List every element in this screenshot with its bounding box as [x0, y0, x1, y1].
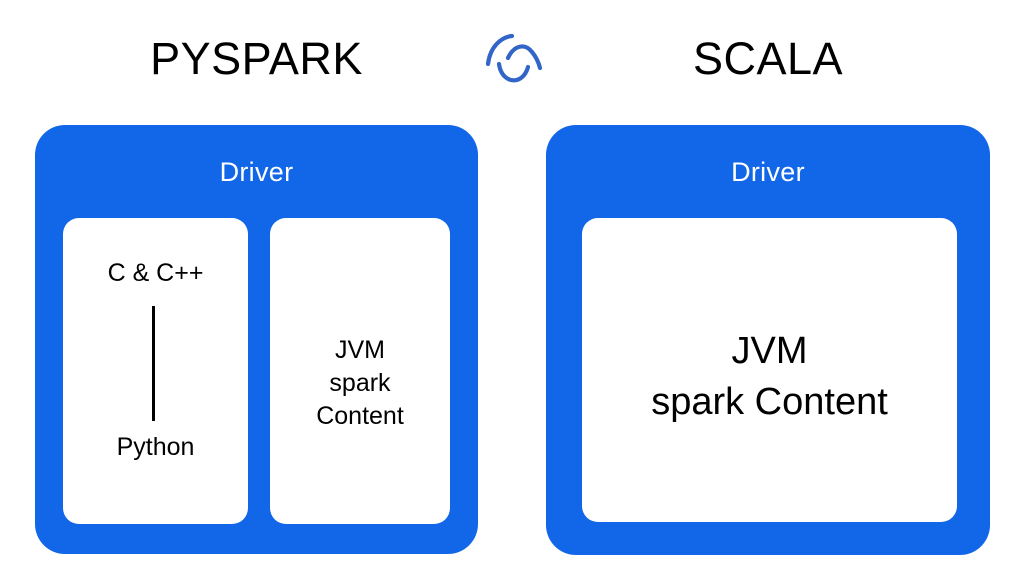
pyspark-jvm-text: JVM spark Content — [270, 334, 450, 433]
scala-jvm-line-1: JVM — [731, 330, 808, 372]
native-bottom-label: Python — [116, 433, 195, 461]
native-connector-line — [152, 306, 155, 421]
scala-jvm-line-2: spark Content — [651, 381, 888, 424]
pyspark-jvm-line-3: Content — [316, 402, 404, 430]
pyspark-jvm-line-2: spark — [329, 369, 391, 397]
pyspark-jvm-line-1: JVM — [335, 336, 385, 364]
scala-driver-label: Driver — [731, 157, 805, 187]
scala-jvm-card: JVM spark Content — [582, 218, 957, 522]
scala-driver-panel: Driver JVM spark Content — [546, 125, 990, 555]
pyspark-driver-label: Driver — [219, 157, 294, 187]
pyspark-driver-panel: Driver C & C++ Python JVM spark Content — [35, 125, 478, 554]
spark-swirl-logo — [481, 28, 549, 88]
native-top-label: C & C++ — [107, 259, 204, 287]
pyspark-title: PYSPARK — [150, 33, 363, 84]
scala-title: SCALA — [692, 33, 844, 84]
scala-jvm-text: JVM spark Content — [582, 326, 957, 429]
pyspark-native-card: C & C++ Python — [63, 218, 248, 524]
pyspark-jvm-card: JVM spark Content — [270, 218, 450, 524]
